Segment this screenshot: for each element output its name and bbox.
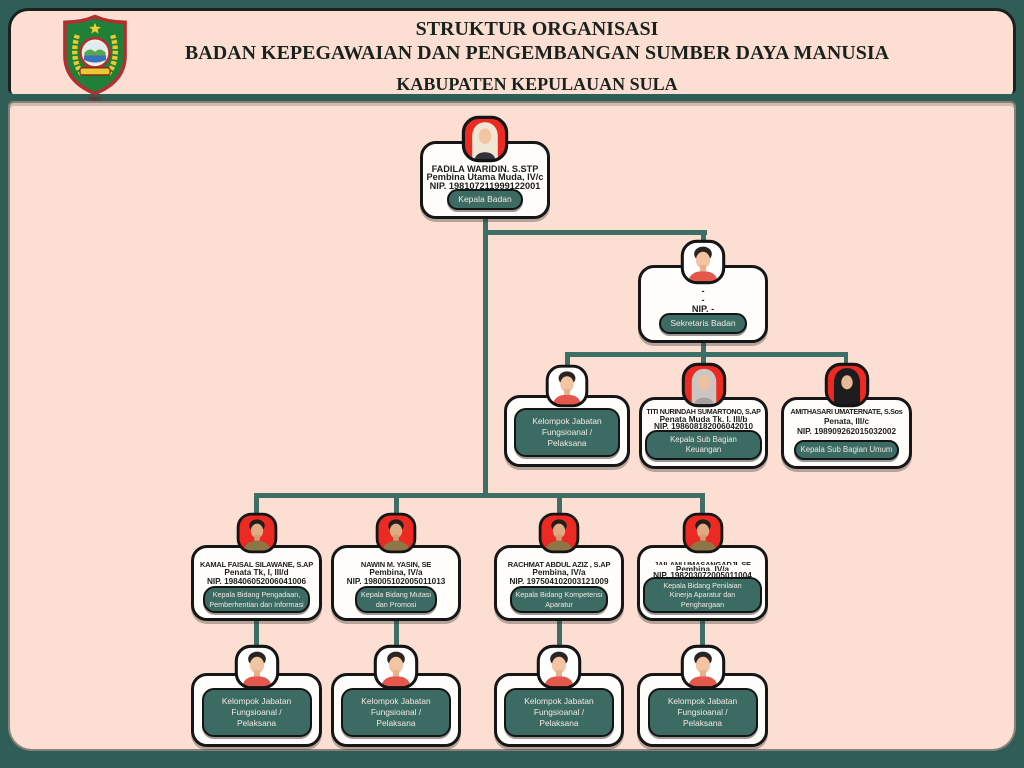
- avatar-photo: [538, 512, 580, 554]
- avatar-photo: [681, 362, 727, 408]
- seal-hills: [84, 49, 106, 57]
- person-rank: Pembina, IV/a: [532, 568, 586, 578]
- seal-banner: [79, 67, 111, 76]
- org-node-bidang-mutasi: NAWIN M. YASIN, SE Pembina, IV/a NIP. 19…: [331, 545, 461, 621]
- person-name: -: [701, 286, 705, 295]
- role-pill: Kelompok Jabatan Fungsioanal / Pelaksana: [647, 688, 758, 737]
- person-nip: NIP. 198909262015032002: [796, 427, 897, 437]
- person-nip: NIP. -: [691, 303, 715, 313]
- header-panel: 2003 STRUKTUR ORGANISASI BADAN KEPEGAWAI…: [8, 8, 1016, 103]
- seal-sea: [83, 55, 107, 63]
- person-name: KAMAL FAISAL SILAWANE, S.AP: [199, 560, 314, 569]
- person-rank: Pembina, IV/a: [369, 568, 423, 578]
- role-pill: Kepala Sub Bagian Keuangan: [645, 429, 762, 460]
- avatar-photo: [824, 362, 870, 408]
- connector-line: [254, 617, 259, 653]
- person-rank: Penata, III/c: [823, 416, 870, 426]
- org-node-kelompok-pengadaan: Kelompok Jabatan Fungsioanal / Pelaksana: [191, 673, 322, 747]
- role-pill: Kepala Bidang Penilaian Kinerja Aparatur…: [643, 576, 762, 614]
- role-pill: Kepala Bidang Mutasi dan Promosi: [355, 586, 437, 613]
- connector-line: [394, 617, 399, 653]
- connector-line: [701, 339, 706, 356]
- avatar-photo: [236, 512, 278, 554]
- person-nip: NIP. 198005102005011013: [346, 577, 446, 587]
- connector-line: [700, 493, 705, 525]
- person-name: JAILANI UMASANGADJI, SE: [654, 560, 751, 566]
- avatar-photo: [680, 239, 726, 285]
- person-name: TITI NURINDAH SUMARTONO, S.AP: [646, 408, 761, 415]
- org-node-kelompok-mutasi: Kelompok Jabatan Fungsioanal / Pelaksana: [331, 673, 461, 747]
- avatar-photo: [375, 512, 417, 554]
- person-name: AMITHASARI UMATERNATE, S.Sos: [790, 408, 903, 416]
- role-pill: Kelompok Jabatan Fungsioanal / Pelaksana: [341, 688, 451, 737]
- person-rank: Pembina, IV/a: [675, 565, 730, 572]
- org-logo: 2003: [63, 14, 127, 103]
- avatar-photo: [373, 644, 419, 690]
- role-pill: Kelompok Jabatan Fungsioanal / Pelaksana: [201, 688, 312, 737]
- person-nip: NIP. 198203072005011004: [653, 571, 752, 577]
- avatar-photo: [682, 512, 724, 554]
- person-name: NAWIN M. YASIN, SE: [360, 560, 432, 569]
- person-nip: NIP. 197504102003121009: [509, 577, 609, 587]
- person-rank: -: [701, 294, 705, 304]
- org-node-bidang-pengadaan: KAMAL FAISAL SILAWANE, S.AP Penata Tk, I…: [191, 545, 322, 621]
- org-node-subbag-keuangan: TITI NURINDAH SUMARTONO, S.AP Penata Mud…: [639, 397, 768, 469]
- connector-line: [254, 493, 259, 525]
- avatar-photo: [234, 644, 280, 690]
- seal-star-icon: [89, 22, 101, 34]
- connector-line: [483, 230, 707, 235]
- org-node-kelompok-penilaian: Kelompok Jabatan Fungsioanal / Pelaksana: [637, 673, 768, 747]
- role-pill: Kepala Bidang Kompetensi Aparatur: [509, 586, 609, 613]
- person-nip: NIP. 198107211999122001: [429, 180, 541, 189]
- avatar-photo: [545, 364, 589, 408]
- person-rank: Pembina Utama Muda, IV/c: [426, 172, 544, 181]
- role-pill: Sekretaris Badan: [659, 312, 747, 334]
- avatar-photo: [680, 644, 726, 690]
- org-node-kepala-badan: FADILA WARIDIN, S.STP Pembina Utama Muda…: [420, 141, 550, 219]
- role-pill: Kepala Bidang Pengadaan, Pemberhentian d…: [203, 586, 310, 613]
- person-name: FADILA WARIDIN, S.STP: [431, 164, 539, 173]
- avatar-photo: [461, 115, 509, 163]
- connector-line: [254, 493, 704, 498]
- connector-line: [700, 617, 705, 653]
- org-node-kelompok-sekretariat: Kelompok Jabatan Fungsioanal / Pelaksana: [504, 395, 630, 467]
- org-node-kelompok-kompetensi: Kelompok Jabatan Fungsioanal / Pelaksana: [494, 673, 624, 747]
- org-node-bidang-penilaian: JAILANI UMASANGADJI, SE Pembina, IV/a NI…: [637, 545, 768, 621]
- connector-line: [483, 215, 488, 497]
- org-chart-board: FADILA WARIDIN, S.STP Pembina Utama Muda…: [8, 101, 1016, 751]
- connector-line: [557, 617, 562, 653]
- avatar-photo: [536, 644, 582, 690]
- header-title-line-1: STRUKTUR ORGANISASI: [415, 18, 659, 40]
- person-rank: Penata Tk, I, III/d: [224, 568, 289, 578]
- role-pill: Kelompok Jabatan Fungsioanal / Pelaksana: [504, 688, 614, 737]
- person-name: RACHMAT ABDUL AZIZ , S.AP: [507, 560, 611, 569]
- role-pill: Kelompok Jabatan Fungsioanal / Pelaksana: [514, 408, 620, 457]
- header-title-line-2: BADAN KEPEGAWAIAN DAN PENGEMBANGAN SUMBE…: [184, 42, 890, 64]
- org-node-sekretaris-badan: - - NIP. - Sekretaris Badan: [638, 265, 768, 343]
- connector-line: [565, 352, 848, 357]
- header-titles: STRUKTUR ORGANISASI BADAN KEPEGAWAIAN DA…: [131, 14, 943, 95]
- connector-line: [557, 493, 562, 525]
- seal-year: 2003: [88, 96, 102, 103]
- org-node-subbag-umum: AMITHASARI UMATERNATE, S.Sos Penata, III…: [781, 397, 912, 469]
- person-nip: NIP. 198406052006041006: [206, 577, 307, 587]
- role-pill: Kepala Badan: [447, 188, 523, 210]
- header-title-line-3: KABUPATEN KEPULAUAN SULA: [396, 74, 678, 94]
- role-pill: Kepala Sub Bagian Umum: [793, 439, 900, 460]
- org-node-bidang-kompetensi: RACHMAT ABDUL AZIZ , S.AP Pembina, IV/a …: [494, 545, 624, 621]
- person-rank: Penata Muda Tk. I, III/b: [659, 414, 748, 423]
- connector-line: [394, 493, 399, 525]
- person-nip: NIP. 198608182006042010: [653, 422, 754, 430]
